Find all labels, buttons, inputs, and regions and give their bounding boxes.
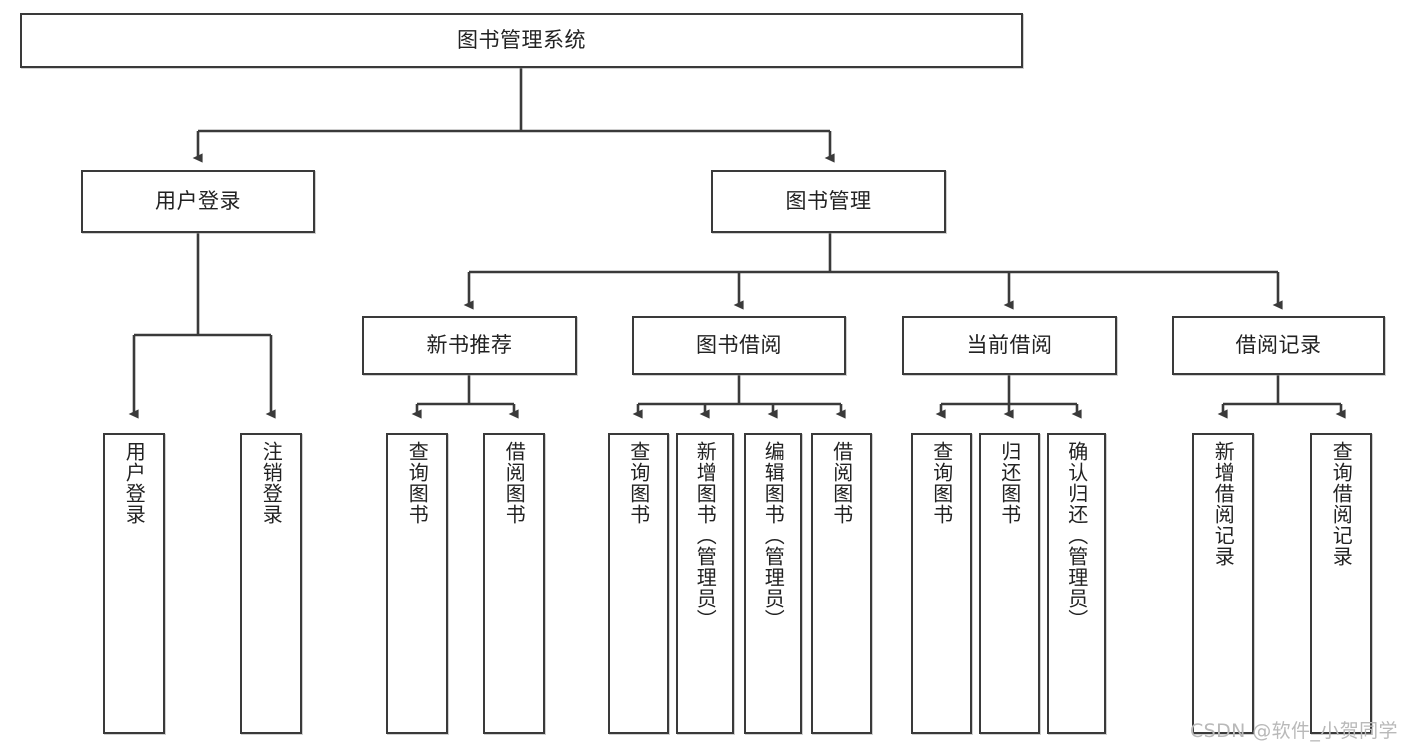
node-leaf-borrow-borrow-book[interactable]: 借阅图书	[811, 433, 872, 734]
node-label: 图书管理系统	[457, 28, 586, 53]
node-label: 查询图书	[929, 441, 954, 525]
node-label: 查询图书	[626, 441, 651, 525]
node-label: 查询借阅记录	[1329, 441, 1354, 567]
node-label: 用户登录	[155, 189, 241, 214]
node-label: 编辑图书（管理员）	[761, 441, 786, 630]
node-label: 当前借阅	[966, 333, 1053, 358]
node-label: 图书借阅	[696, 333, 782, 358]
node-label: 用户登录	[122, 441, 147, 525]
node-leaf-recommend-borrow-book[interactable]: 借阅图书	[483, 433, 545, 734]
node-leaf-current-query-book[interactable]: 查询图书	[911, 433, 972, 734]
node-borrow-record[interactable]: 借阅记录	[1172, 316, 1385, 375]
node-leaf-user-login-signin[interactable]: 用户登录	[103, 433, 165, 734]
node-leaf-current-return-book[interactable]: 归还图书	[979, 433, 1040, 734]
node-leaf-record-add-record[interactable]: 新增借阅记录	[1192, 433, 1254, 734]
node-label: 借阅图书	[829, 441, 854, 525]
node-new-book-recommend[interactable]: 新书推荐	[362, 316, 577, 375]
node-leaf-borrow-add-book-admin[interactable]: 新增图书（管理员）	[676, 433, 734, 734]
node-label: 注销登录	[259, 441, 284, 525]
node-label: 查询图书	[405, 441, 430, 525]
node-label: 新增图书（管理员）	[693, 441, 718, 630]
node-leaf-recommend-query-book[interactable]: 查询图书	[386, 433, 448, 734]
node-label: 归还图书	[997, 441, 1022, 525]
node-label: 新书推荐	[426, 333, 513, 358]
node-book-borrow[interactable]: 图书借阅	[632, 316, 846, 375]
node-book-management[interactable]: 图书管理	[711, 170, 946, 233]
node-label: 确认归还（管理员）	[1064, 441, 1089, 630]
csdn-watermark: CSDN @软件_小贺同学	[1190, 720, 1398, 742]
node-user-login[interactable]: 用户登录	[81, 170, 315, 233]
node-leaf-borrow-query-book[interactable]: 查询图书	[608, 433, 669, 734]
node-leaf-user-login-signout[interactable]: 注销登录	[240, 433, 302, 734]
node-label: 新增借阅记录	[1211, 441, 1236, 567]
node-root-book-management-system[interactable]: 图书管理系统	[20, 13, 1023, 68]
node-label: 借阅图书	[502, 441, 527, 525]
node-leaf-borrow-edit-book-admin[interactable]: 编辑图书（管理员）	[744, 433, 802, 734]
node-leaf-record-query-record[interactable]: 查询借阅记录	[1310, 433, 1372, 734]
node-current-borrow[interactable]: 当前借阅	[902, 316, 1117, 375]
node-label: 借阅记录	[1235, 333, 1322, 358]
node-leaf-current-confirm-return-admin[interactable]: 确认归还（管理员）	[1047, 433, 1106, 734]
node-label: 图书管理	[785, 189, 872, 214]
